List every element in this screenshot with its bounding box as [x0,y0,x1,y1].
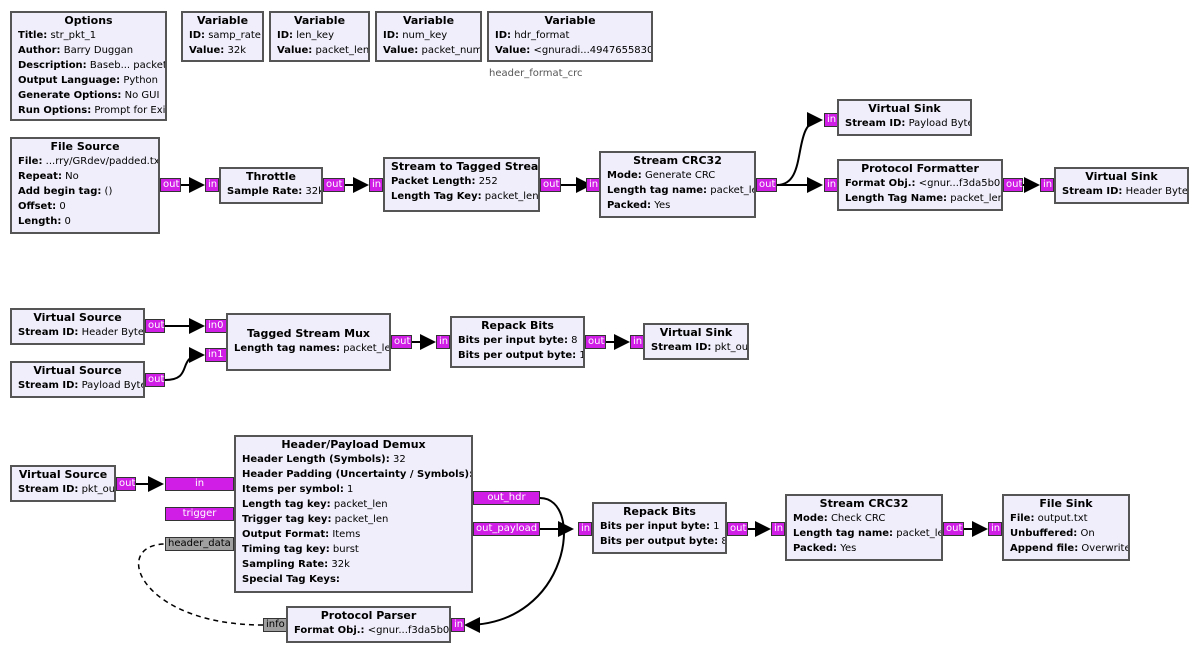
variable-block-len-key[interactable]: Variable ID: len_key Value: packet_len [269,11,370,62]
virtual-sink-payload-block[interactable]: Virtual Sink Stream ID: Payload Bytes [837,99,972,136]
block-title: Virtual Sink [868,102,941,115]
virtual-source-pkt-block[interactable]: Virtual Source Stream ID: pkt_out [10,465,116,502]
variable-block-num-key[interactable]: Variable ID: num_key Value: packet_num [375,11,482,62]
wire-info-header-data [137,543,264,626]
file-source-out-port[interactable]: out [160,178,181,192]
mux-in0-port[interactable]: in0 [205,319,227,333]
block-title: Variable [293,14,346,27]
vsink-header-in-port[interactable]: in [1040,178,1054,192]
mux-out-port[interactable]: out [391,335,412,349]
virtual-sink-pkt-block[interactable]: Virtual Sink Stream ID: pkt_out [643,323,749,360]
throttle-out-port[interactable]: out [323,178,345,192]
virtual-sink-header-block[interactable]: Virtual Sink Stream ID: Header Bytes [1054,167,1189,204]
crc-gen-in-port[interactable]: in [586,178,600,192]
block-title: Stream CRC32 [633,154,722,167]
demux-header-data-port[interactable]: header_data [165,537,234,551]
parser-info-port[interactable]: info [263,618,287,632]
stream-to-tagged-stream-block[interactable]: Stream to Tagged Stream Packet Length: 2… [383,157,540,212]
parser-in-port[interactable]: in [451,618,465,632]
demux-trigger-port[interactable]: trigger [165,507,234,521]
variable-block-hdr-format[interactable]: Variable ID: hdr_format Value: <gnuradi.… [487,11,653,62]
header-payload-demux-block[interactable]: Header/Payload Demux Header Length (Symb… [234,435,473,593]
demux-out-payload-port[interactable]: out_payload [473,522,540,536]
repack-bits-1-block[interactable]: Repack Bits Bits per input byte: 8 Bits … [450,316,585,368]
block-title: Protocol Formatter [861,162,979,175]
file-sink-block[interactable]: File Sink File: output.txt Unbuffered: O… [1002,494,1130,561]
block-title: Virtual Source [33,364,122,377]
block-title: Repack Bits [623,505,696,518]
demux-out-hdr-port[interactable]: out_hdr [473,491,540,505]
block-title: Protocol Parser [320,609,417,622]
block-title: Tagged Stream Mux [246,327,371,340]
wire-hdr-parser [464,497,565,633]
wire-vsrc-payload-mux [164,347,205,381]
options-block[interactable]: Options Title: str_pkt_1 Author: Barry D… [10,11,167,121]
stream-crc32-check-block[interactable]: Stream CRC32 Mode: Check CRC Length tag … [785,494,943,561]
tagged-stream-mux-block[interactable]: Tagged Stream Mux Length tag names: pack… [226,313,391,371]
block-title: Repack Bits [481,319,554,332]
vsink-pkt-in-port[interactable]: in [630,335,644,349]
protofmt-in-port[interactable]: in [824,178,838,192]
block-comment: header_format_crc [489,68,583,79]
vsrc-header-out-port[interactable]: out [145,319,165,333]
repack1-out-port[interactable]: out [585,335,606,349]
repack1-in-port[interactable]: in [436,335,450,349]
stream-crc32-generate-block[interactable]: Stream CRC32 Mode: Generate CRC Length t… [599,151,756,218]
block-title: Throttle [245,170,297,183]
block-title: Variable [196,14,249,27]
block-title: File Source [50,140,120,153]
block-title: File Sink [1039,497,1093,510]
crc-gen-out-port[interactable]: out [756,178,777,192]
block-title: Stream to Tagged Stream [391,160,540,173]
block-title: Variable [544,14,596,27]
throttle-block[interactable]: Throttle Sample Rate: 32k [219,167,323,204]
file-sink-in-port[interactable]: in [988,522,1002,536]
block-title: Variable [402,14,455,27]
block-title: Virtual Sink [659,326,733,339]
block-title: Header/Payload Demux [281,438,426,451]
throttle-in-port[interactable]: in [205,178,219,192]
block-title: Virtual Sink [1085,170,1158,183]
virtual-source-header-block[interactable]: Virtual Source Stream ID: Header Bytes [10,308,145,345]
block-title: Options [64,14,113,27]
repack2-out-port[interactable]: out [727,522,748,536]
vsink-payload-in-port[interactable]: in [824,113,838,127]
s2ts-out-port[interactable]: out [540,178,561,192]
variable-block-samp-rate[interactable]: Variable ID: samp_rate Value: 32k [181,11,264,62]
repack2-in-port[interactable]: in [578,522,592,536]
s2ts-in-port[interactable]: in [369,178,383,192]
block-title: Virtual Source [33,311,122,324]
mux-in1-port[interactable]: in1 [205,348,227,362]
block-title: Stream CRC32 [819,497,909,510]
block-title: Virtual Source [18,468,108,481]
virtual-source-payload-block[interactable]: Virtual Source Stream ID: Payload Bytes [10,361,145,398]
demux-in-port[interactable]: in [165,477,234,491]
protocol-parser-block[interactable]: Protocol Parser Format Obj.: <gnur...f3d… [286,606,451,643]
repack-bits-2-block[interactable]: Repack Bits Bits per input byte: 1 Bits … [592,502,727,554]
file-source-block[interactable]: File Source File: ...rry/GRdev/padded.tx… [10,137,160,234]
protocol-formatter-block[interactable]: Protocol Formatter Format Obj.: <gnur...… [837,159,1003,211]
vsrc-pkt-out-port[interactable]: out [116,477,136,491]
crc-check-in-port[interactable]: in [771,522,785,536]
wire-crc-vsink-payload [776,112,823,186]
crc-check-out-port[interactable]: out [943,522,964,536]
vsrc-payload-out-port[interactable]: out [145,373,165,387]
protofmt-out-port[interactable]: out [1003,178,1023,192]
